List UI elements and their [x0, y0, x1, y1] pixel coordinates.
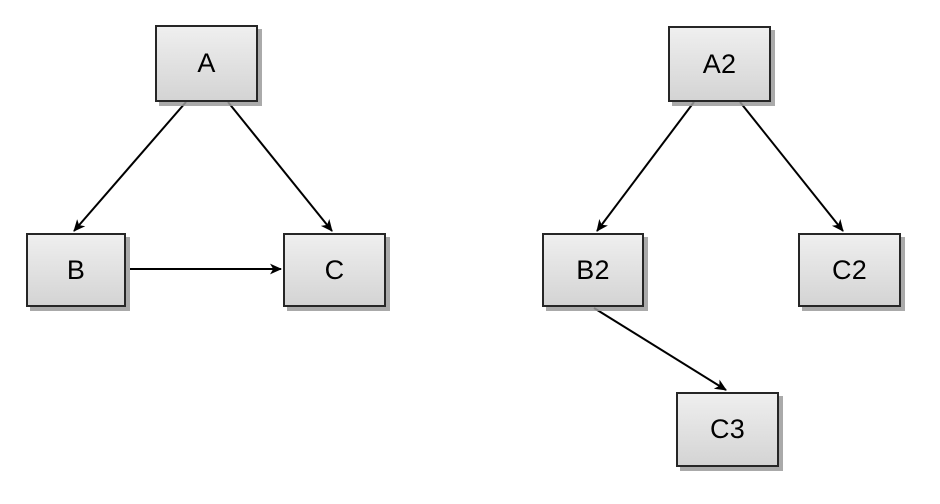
node-label-c2: C2 [832, 254, 867, 285]
edge-A-to-B [73, 101, 187, 232]
node-label-a2: A2 [702, 48, 737, 79]
node-label-c3: C3 [710, 414, 745, 444]
node-label-b2: B2 [576, 254, 610, 285]
edge-B2-to-C3 [593, 307, 727, 391]
node-c[interactable]: C [283, 233, 386, 307]
edge-A-to-C [227, 101, 333, 232]
node-b[interactable]: B [26, 233, 126, 307]
edge-A2-to-C2 [739, 101, 844, 232]
node-b2[interactable]: B2 [542, 233, 644, 307]
node-c3[interactable]: C3 [676, 392, 779, 467]
node-label-a: A [197, 48, 216, 78]
node-a2[interactable]: A2 [668, 26, 771, 102]
node-a[interactable]: A [155, 25, 258, 102]
node-label-b: B [66, 254, 86, 285]
node-label-c: C [324, 254, 345, 285]
node-c2[interactable]: C2 [798, 233, 901, 307]
edge-A2-to-B2 [596, 101, 695, 232]
